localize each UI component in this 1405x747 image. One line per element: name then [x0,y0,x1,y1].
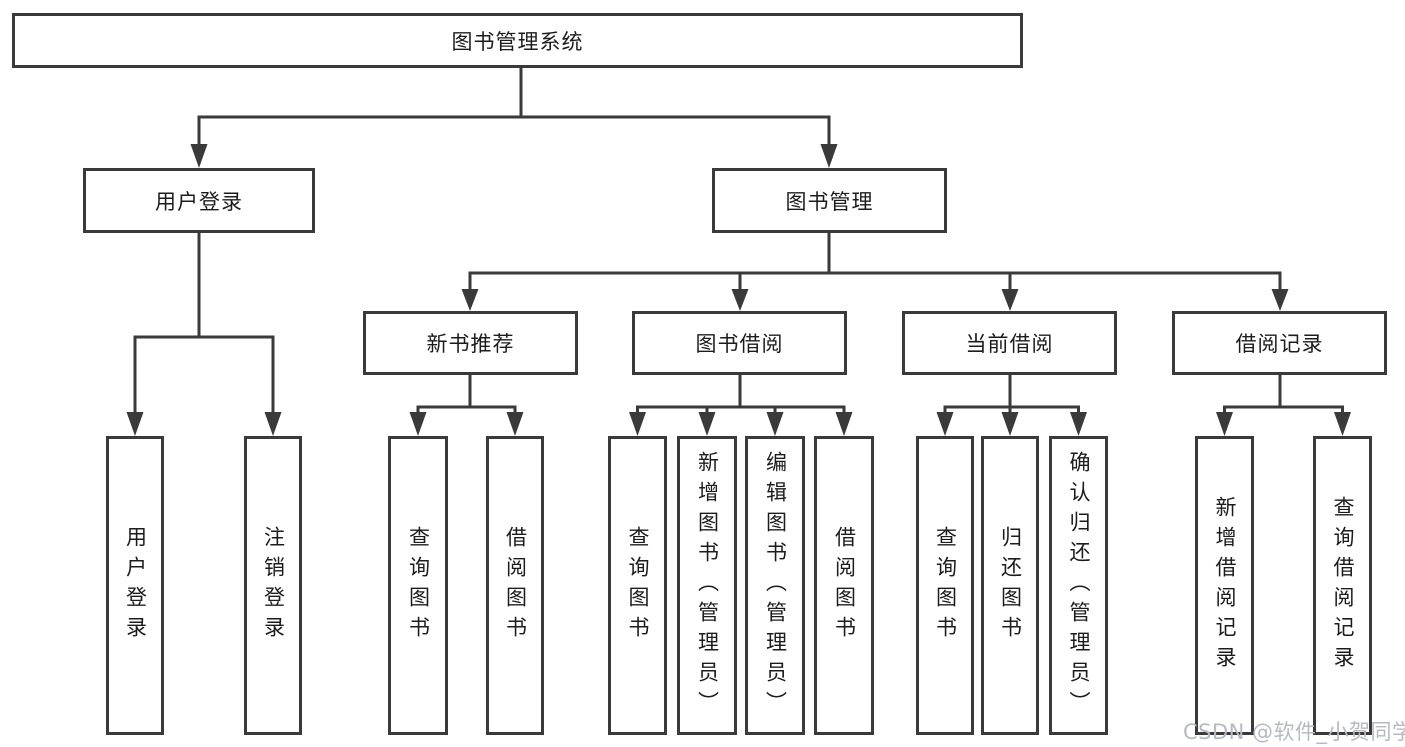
arrowhead [629,412,646,436]
leaf-add-books-admin: 新增图书（管理员） [677,436,737,735]
leaf-add-borrow-record: 新增借阅记录 [1195,436,1254,735]
node-label: 图书管理 [785,189,874,214]
leaf-query-books: 查询图书 [916,436,974,735]
arrowhead [835,412,853,436]
leaf-label: 新增图书（管理员） [695,450,720,721]
leaf-label: 归还图书 [998,525,1023,646]
node-label: 借阅记录 [1235,332,1324,356]
leaf-label: 编辑图书（管理员） [763,450,788,721]
leaf-label: 查询图书 [626,525,650,646]
leaf-borrow-books: 借阅图书 [814,436,874,735]
node-root: 图书管理系统 [12,13,1023,68]
leaf-label: 确认归还（管理员） [1067,450,1091,721]
arrowhead [409,412,427,436]
leaf-confirm-return-admin: 确认归还（管理员） [1049,436,1108,735]
node-borrowing-records: 借阅记录 [1172,311,1387,375]
leaf-query-books: 查询图书 [388,436,448,735]
node-current-borrowing: 当前借阅 [902,311,1117,375]
node-label: 用户登录 [155,189,243,214]
arrowhead [766,412,784,436]
arrowhead [126,412,144,436]
watermark: CSDN @软件_小贺同学 [1183,720,1405,744]
node-book-management-branch: 图书管理 [712,168,947,233]
leaf-logout: 注销登录 [244,436,302,735]
leaf-query-books: 查询图书 [608,436,667,735]
leaf-label: 借阅图书 [832,525,857,646]
node-root-label: 图书管理系统 [451,29,584,54]
arrowhead [936,412,954,436]
arrowhead [461,289,479,311]
leaf-label: 用户登录 [123,525,148,646]
arrowhead [1271,289,1289,311]
arrowhead [506,412,524,436]
arrowhead [1334,412,1351,436]
arrowhead [1001,412,1019,436]
leaf-label: 查询图书 [933,525,958,646]
arrowhead [264,412,282,436]
leaf-label: 注销登录 [261,525,286,646]
leaf-return-books: 归还图书 [981,436,1039,735]
node-book-borrowing: 图书借阅 [632,311,847,375]
leaf-label: 查询借阅记录 [1331,495,1355,676]
arrowhead [698,412,716,436]
leaf-query-borrow-record: 查询借阅记录 [1313,436,1372,735]
arrowhead [1070,412,1087,436]
arrowhead [820,144,838,168]
node-user-login-branch: 用户登录 [83,168,315,233]
arrowhead [1216,412,1233,436]
arrowhead [190,144,208,168]
node-label: 新书推荐 [426,332,515,356]
leaf-borrow-books: 借阅图书 [486,436,544,735]
leaf-label: 新增借阅记录 [1213,495,1237,676]
node-label: 图书借阅 [695,332,784,356]
arrowhead [1001,289,1019,311]
leaf-edit-books-admin: 编辑图书（管理员） [745,436,805,735]
node-new-book-recommend: 新书推荐 [363,311,578,375]
leaf-label: 查询图书 [406,525,431,646]
leaf-label: 借阅图书 [503,525,528,646]
arrowhead [731,289,749,311]
node-label: 当前借阅 [965,332,1054,356]
leaf-user-login: 用户登录 [106,436,164,735]
